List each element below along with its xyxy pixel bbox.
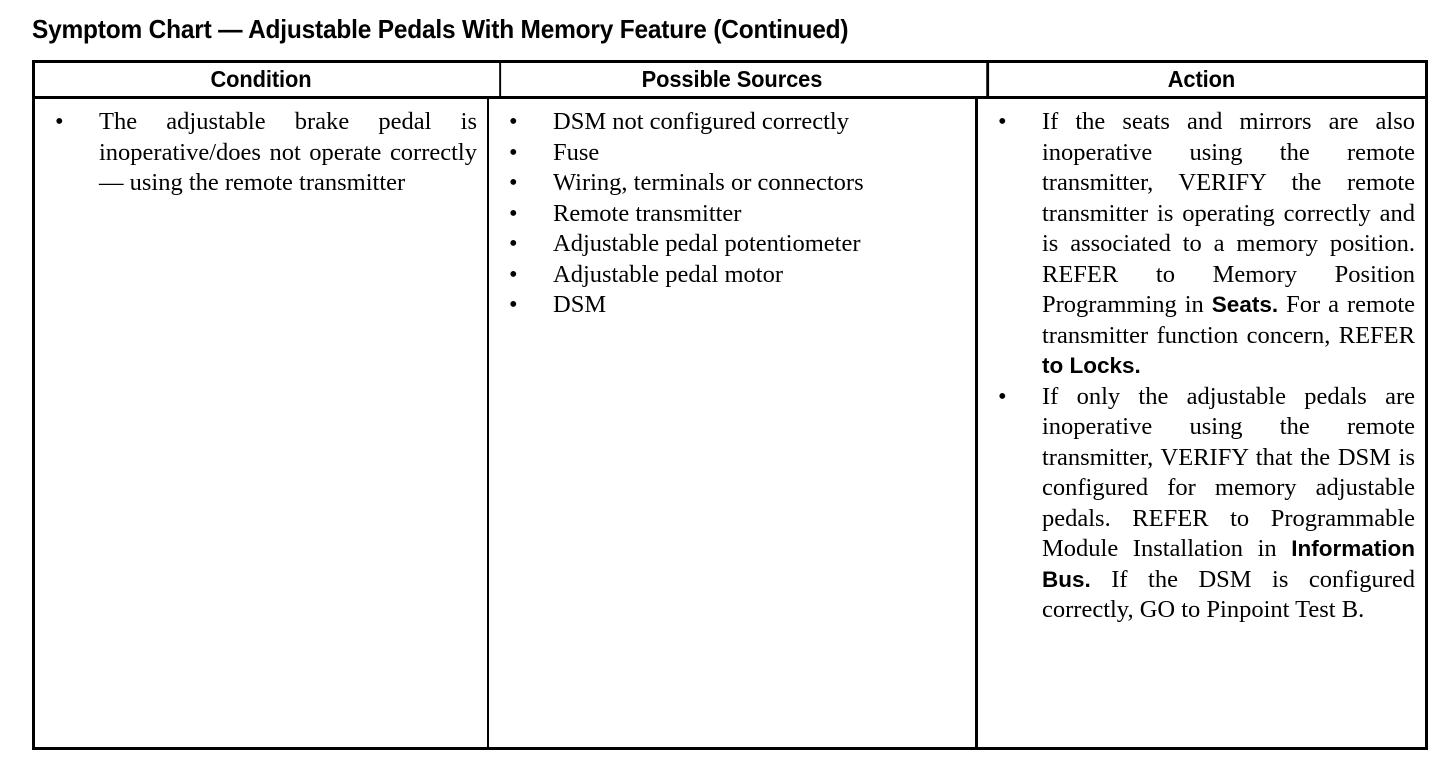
list-item: • The adjustable brake pedal is inoperati… [45, 107, 477, 199]
bullet-icon: • [509, 230, 518, 257]
list-item-text: Adjustable pedal potentiometer [553, 230, 861, 257]
cell-condition: • The adjustable brake pedal is inoperati… [35, 99, 487, 750]
list-item-text: Fuse [553, 138, 600, 166]
bullet-icon: • [998, 382, 1007, 410]
list-item-text: If only the adjustable pedals are inoper… [1042, 382, 1415, 563]
list-item-text: DSM [553, 291, 607, 318]
cross-reference-link[interactable]: Information Bus. [1042, 536, 1415, 592]
condition-bullet-list: • The adjustable brake pedal is inoperati… [45, 107, 477, 199]
column-header-action: Action [986, 63, 1414, 96]
column-header-possible-sources: Possible Sources [499, 63, 963, 96]
list-item-text: The adjustable brake pedal is inoperativ… [99, 108, 477, 196]
action-bullet-list: • If the seats and mirrors are also inope… [988, 107, 1415, 626]
list-item: • Fuse [499, 138, 965, 169]
bullet-icon: • [509, 108, 518, 135]
list-item: • DSM not configured correctly [499, 107, 965, 138]
list-item-text: For a remote transmitter function concer… [1042, 291, 1416, 349]
list-item: • Adjustable pedal motor [499, 260, 965, 291]
list-item-text: Wiring, terminals or connectors [553, 169, 864, 196]
table-header-row: Condition Possible Sources Action [35, 63, 1425, 99]
bullet-icon: • [509, 199, 518, 227]
list-item-text: DSM not configured correctly [553, 108, 849, 135]
list-item: • If only the adjustable pedals are inope… [988, 382, 1415, 626]
list-item-text: If the DSM is configured correctly, GO t… [1042, 565, 1415, 624]
bullet-icon: • [509, 169, 518, 196]
list-item-text: Remote transmitter [553, 199, 742, 227]
page-title: Symptom Chart — Adjustable Pedals With M… [32, 14, 849, 44]
list-item-text: Adjustable pedal motor [553, 260, 783, 288]
bullet-icon: • [998, 108, 1007, 135]
cross-reference-link[interactable]: to Locks. [1042, 353, 1141, 378]
cell-possible-sources: • DSM not configured correctly • Fuse • Wirin… [487, 99, 975, 750]
bullet-icon: • [55, 108, 64, 135]
list-item: • DSM [499, 290, 965, 321]
possible-sources-bullet-list: • DSM not configured correctly • Fuse • Wirin… [499, 107, 965, 321]
list-item: • Wiring, terminals or connectors [499, 168, 965, 199]
list-item: • If the seats and mirrors are also inope… [988, 107, 1415, 382]
table-row: • The adjustable brake pedal is inoperati… [35, 99, 1425, 750]
list-item: • Adjustable pedal potentiometer [499, 229, 965, 260]
list-item-text: If the seats and mirrors are also inoper… [1042, 108, 1415, 318]
cross-reference-link[interactable]: Seats. [1211, 292, 1279, 317]
bullet-icon: • [509, 260, 518, 288]
bullet-icon: • [509, 138, 518, 166]
symptom-chart-table: Condition Possible Sources Action • The a… [32, 60, 1428, 750]
cell-action: • If the seats and mirrors are also inope… [975, 99, 1425, 750]
list-item: • Remote transmitter [499, 199, 965, 230]
column-header-condition: Condition [210, 66, 312, 92]
bullet-icon: • [509, 291, 518, 318]
